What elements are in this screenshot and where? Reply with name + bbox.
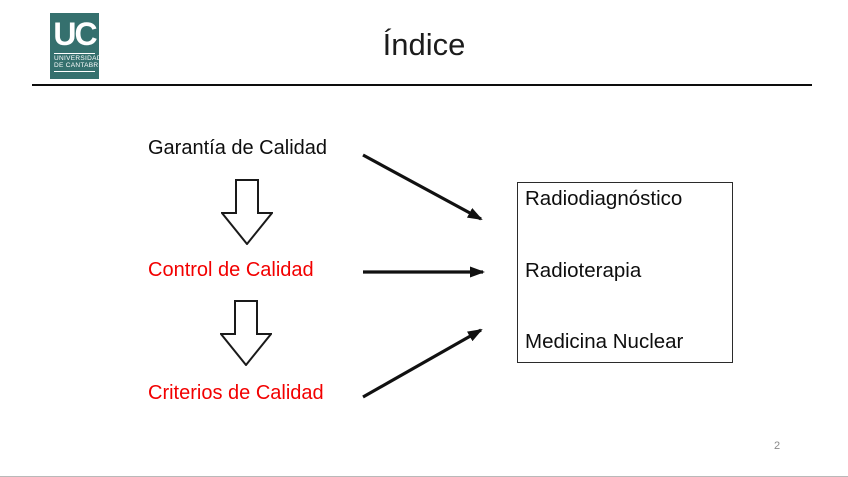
flow-item-garantia-de-calidad: Garantía de Calidad: [148, 137, 328, 159]
title-underline: [32, 84, 812, 86]
logo-name-line2: DE CANTABRIA: [54, 62, 106, 69]
arrow-criterios-to-box: [362, 328, 483, 399]
topic-radioterapia: Radioterapia: [525, 258, 642, 282]
logo-acronym: UC: [53, 16, 97, 52]
connector-arrows: [362, 153, 485, 399]
flow-item-control-de-calidad: Control de Calidad: [148, 259, 314, 281]
page-number: 2: [774, 440, 781, 452]
university-logo: UC UNIVERSIDAD DE CANTABRIA: [50, 13, 106, 79]
flow-item-criterios-de-calidad: Criterios de Calidad: [148, 382, 324, 404]
topic-medicina-nuclear: Medicina Nuclear: [525, 330, 684, 353]
logo-university-name: UNIVERSIDAD DE CANTABRIA: [54, 53, 106, 72]
page-title: Índice: [382, 27, 466, 62]
arrow-garantia-to-box: [362, 153, 483, 221]
logo-name-line1: UNIVERSIDAD: [54, 55, 102, 62]
topics-box: Radiodiagnóstico Radioterapia Medicina N…: [517, 182, 733, 363]
topic-radiodiagnostico: Radiodiagnóstico: [525, 187, 683, 210]
down-arrow-icon: [221, 179, 273, 245]
down-arrow-icon: [220, 300, 272, 366]
